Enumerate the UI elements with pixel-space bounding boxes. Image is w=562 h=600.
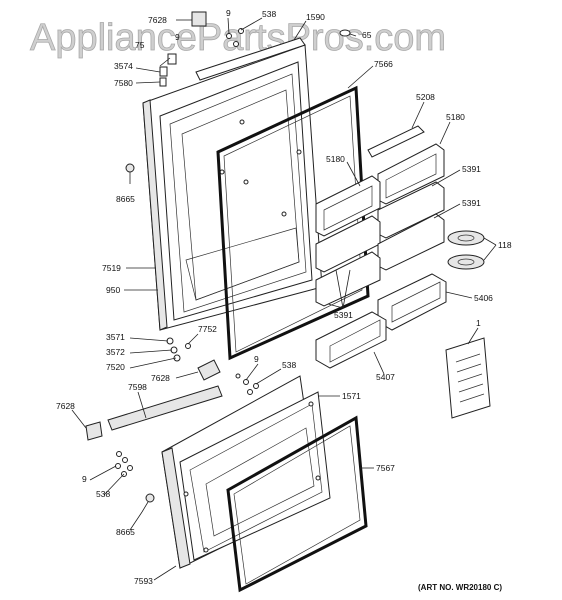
callout-label: 5180 bbox=[446, 112, 465, 122]
bin-5406-front bbox=[391, 281, 441, 323]
callout-label: 9 bbox=[226, 8, 231, 18]
callout-label: 3572 bbox=[106, 347, 125, 357]
middle-hinge-hardware bbox=[166, 337, 259, 395]
callout-label: 7567 bbox=[376, 463, 395, 473]
screw bbox=[247, 389, 253, 395]
cap-part bbox=[339, 29, 351, 37]
callout-label: 950 bbox=[106, 285, 120, 295]
screw bbox=[233, 41, 239, 47]
callout-label: 1571 bbox=[342, 391, 361, 401]
manual-1 bbox=[445, 337, 491, 419]
screw bbox=[243, 379, 249, 385]
liner-screw bbox=[243, 179, 249, 185]
liner-screw bbox=[296, 149, 302, 155]
upper-door-assembly bbox=[142, 37, 323, 331]
callout-label: 75 bbox=[135, 40, 145, 50]
lower-door-liner-inner bbox=[189, 403, 323, 553]
lower-door-side-edge bbox=[161, 447, 191, 569]
callout-label: 7628 bbox=[56, 401, 75, 411]
callout-label: 118 bbox=[498, 240, 512, 250]
callout-label: 9 bbox=[175, 32, 180, 42]
lower-hinge-screws bbox=[115, 451, 133, 477]
callout-label: 7628 bbox=[148, 15, 167, 25]
callout-label: 8665 bbox=[116, 527, 135, 537]
upper-screw-8665 bbox=[125, 163, 135, 184]
hinge-bracket-7628 bbox=[197, 359, 221, 381]
liner-screw bbox=[183, 491, 189, 497]
lower-door-gasket bbox=[226, 415, 368, 593]
callout-label: 538 bbox=[282, 360, 296, 370]
liner-screw bbox=[315, 475, 321, 481]
upper-door-gasket bbox=[216, 85, 370, 361]
bin-rail-5208 bbox=[367, 125, 425, 158]
callout-label: 9 bbox=[254, 354, 259, 364]
callout-label: 5407 bbox=[376, 372, 395, 382]
callout-label: 1590 bbox=[306, 12, 325, 22]
callout-label: 5180 bbox=[326, 154, 345, 164]
bushing-part bbox=[159, 66, 168, 77]
callout-label: 7598 bbox=[128, 382, 147, 392]
callout-label: 7520 bbox=[106, 362, 125, 372]
liner-screw bbox=[281, 211, 287, 217]
upper-door-bottom-ledge bbox=[185, 227, 300, 301]
callout-label: 7628 bbox=[151, 373, 170, 383]
callout-label: 538 bbox=[262, 9, 276, 19]
door-bins bbox=[315, 125, 447, 369]
callout-label: 7566 bbox=[374, 59, 393, 69]
upper-door-gasket-inner bbox=[223, 95, 363, 353]
callout-label: 5391 bbox=[462, 198, 481, 208]
callout-label: 9 bbox=[82, 474, 87, 484]
callout-label: 7580 bbox=[114, 78, 133, 88]
screw bbox=[173, 354, 181, 362]
upper-door-side-edge bbox=[142, 99, 168, 331]
bin-5407-front bbox=[329, 319, 381, 363]
callout-label: 3574 bbox=[114, 61, 133, 71]
bin-5180-left bbox=[315, 175, 381, 237]
liner-screw bbox=[239, 119, 245, 125]
screw bbox=[235, 373, 241, 379]
hinge-pin-part bbox=[167, 53, 177, 65]
bin-5407 bbox=[315, 311, 387, 369]
liner-screw bbox=[203, 547, 209, 553]
bracket-7628-lower bbox=[85, 421, 103, 441]
bin-5180-left-front bbox=[323, 185, 373, 231]
screw bbox=[226, 33, 232, 39]
lower-door-liner-recess bbox=[205, 427, 315, 537]
bin-5180-right-front bbox=[385, 153, 437, 199]
screw bbox=[253, 383, 259, 389]
callout-label: 5406 bbox=[474, 293, 493, 303]
screw bbox=[185, 343, 191, 349]
watermark: AppliancePartsPros.com bbox=[30, 17, 446, 59]
hinge-cap-part bbox=[191, 11, 207, 27]
callout-labels: 7628 9 538 1590 65 75 9 3574 7580 7566 5… bbox=[56, 8, 512, 586]
egg-trays-118 bbox=[447, 230, 485, 270]
upper-door-liner-inner bbox=[169, 73, 307, 313]
art-number: (ART NO. WR20180 C) bbox=[418, 583, 502, 592]
callout-label: 5391 bbox=[462, 164, 481, 174]
callout-label: 7752 bbox=[198, 324, 217, 334]
lower-screw-8665 bbox=[141, 493, 155, 513]
callout-label: 5208 bbox=[416, 92, 435, 102]
callout-label: 7519 bbox=[102, 263, 121, 273]
bin-5406 bbox=[377, 273, 447, 331]
callout-label: 538 bbox=[96, 489, 110, 499]
lower-door-gasket-inner bbox=[233, 425, 361, 585]
upper-door-top-cap bbox=[195, 37, 306, 81]
trim-strip-7598 bbox=[107, 385, 223, 431]
liner-screw bbox=[308, 401, 314, 407]
callout-label: 3571 bbox=[106, 332, 125, 342]
leader-lines bbox=[71, 17, 497, 581]
callout-label: 5391 bbox=[334, 310, 353, 320]
bushing-part bbox=[159, 77, 167, 87]
callout-label: 8665 bbox=[116, 194, 135, 204]
callout-label: 7593 bbox=[134, 576, 153, 586]
callout-label: 65 bbox=[362, 30, 372, 40]
callout-label: 1 bbox=[476, 318, 481, 328]
screw bbox=[238, 28, 244, 34]
